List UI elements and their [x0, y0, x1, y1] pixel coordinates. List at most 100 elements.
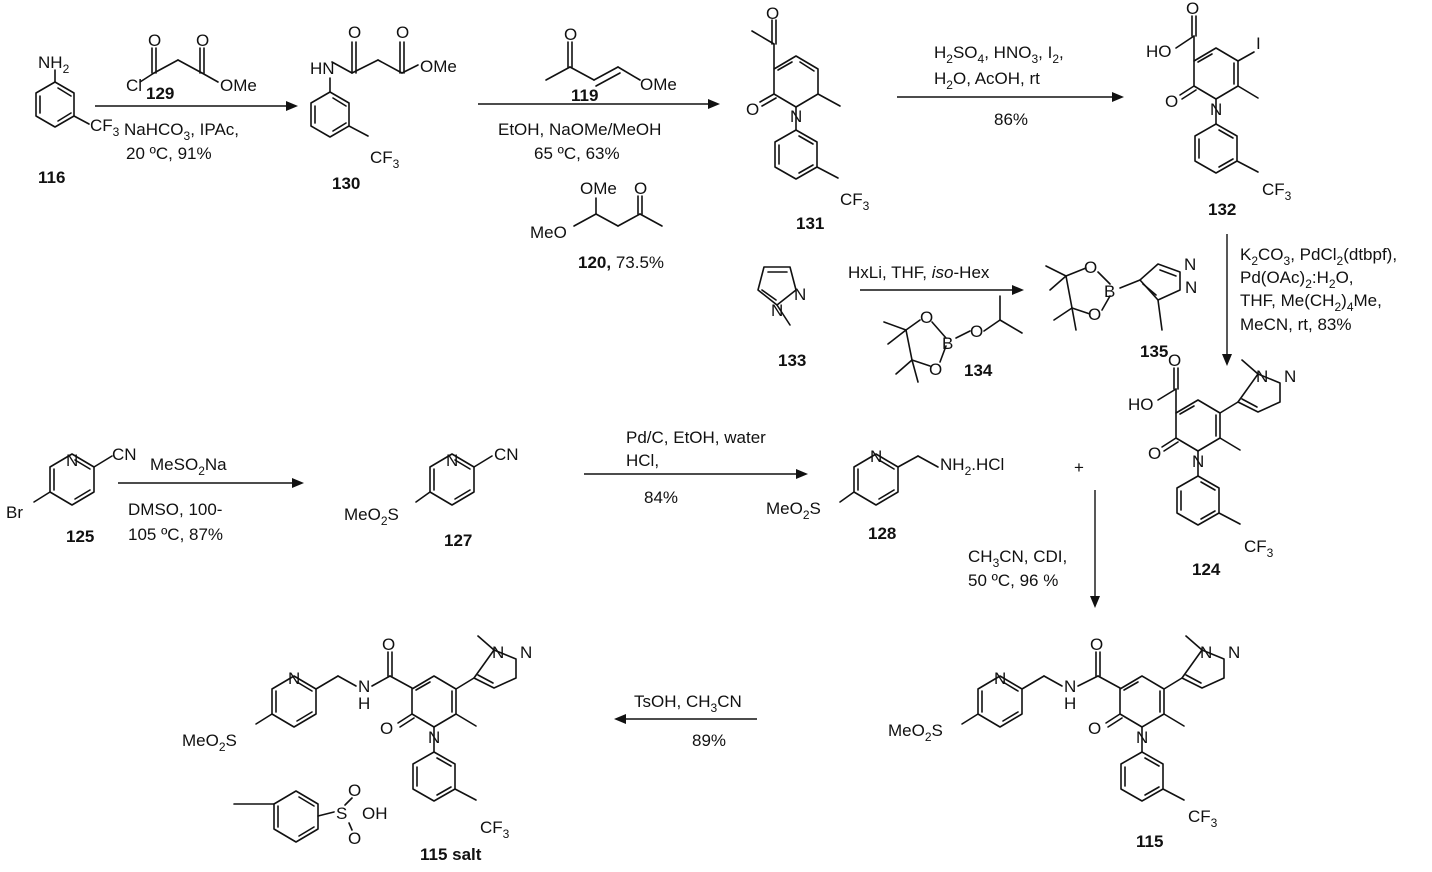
- r8-line2: 50 ºC, 96 %: [968, 571, 1058, 590]
- c129-o2: O: [196, 31, 209, 50]
- compound-124: N N O HO O N CF3 124: [1128, 351, 1296, 579]
- compound-128: N NH2.HCl MeO2S 128: [766, 447, 1004, 543]
- c130-cf3: CF3: [370, 148, 400, 171]
- compound-135: O B O N N 135: [1045, 255, 1197, 361]
- compound-134: O B O O 134: [883, 295, 1023, 383]
- c115salt-so3h-s: S: [336, 804, 347, 823]
- c130-ome: OMe: [420, 57, 457, 76]
- c128-nh2hcl: NH2.HCl: [940, 455, 1004, 478]
- c127-n: N: [446, 451, 458, 470]
- r6-reagent: MeSO2Na: [150, 455, 227, 478]
- c115salt-o1: O: [382, 635, 395, 654]
- c115salt-so3h-o2: O: [348, 829, 361, 848]
- c124-o2: O: [1148, 444, 1161, 463]
- c116-cf3: CF3: [90, 116, 120, 139]
- r1-line1: NaHCO3, IPAc,: [124, 120, 239, 143]
- c134-o2: O: [929, 360, 942, 379]
- arrow-r4: [860, 285, 1024, 295]
- r7-yield: 84%: [644, 488, 678, 507]
- c134-label: 134: [964, 361, 993, 380]
- c135-b: B: [1104, 282, 1115, 301]
- c135-o1: O: [1084, 258, 1097, 277]
- r3-line2: H2O, AcOH, rt: [934, 69, 1040, 92]
- compound-131: O O N CF3 131: [746, 4, 870, 233]
- compound-119: O OMe 119: [545, 25, 677, 105]
- c115-o1: O: [1090, 635, 1103, 654]
- r4-line1: HxLi, THF, iso-Hex: [848, 263, 990, 282]
- compound-129: O O Cl OMe 129: [126, 31, 257, 103]
- c135-o2: O: [1088, 305, 1101, 324]
- c115salt-so3h-o1: O: [348, 781, 361, 800]
- compound-115: N N H O O N N N MeO2S CF3 115: [888, 635, 1240, 851]
- c128-label: 128: [868, 524, 896, 543]
- r5-line4: MeCN, rt, 83%: [1240, 315, 1351, 334]
- c115salt-n3: N: [492, 643, 504, 662]
- c119-o: O: [564, 25, 577, 44]
- c124-o1: O: [1168, 351, 1181, 370]
- c125-label: 125: [66, 527, 94, 546]
- compound-115-salt: N N H O O N N N MeO2S CF3 O S OH O 115 s…: [182, 635, 532, 864]
- c129-o1: O: [148, 31, 161, 50]
- arrow-r9: [614, 714, 757, 724]
- c124-cf3: CF3: [1244, 537, 1274, 560]
- c115-o2: O: [1088, 719, 1101, 738]
- c129-ome: OMe: [220, 76, 257, 95]
- c135-n1: N: [1184, 255, 1196, 274]
- r7-line2: HCl,: [626, 451, 659, 470]
- arrow-r1: [95, 101, 298, 111]
- c127-meo2s: MeO2S: [344, 505, 399, 528]
- c129-cl: Cl: [126, 76, 142, 95]
- c124-label: 124: [1192, 560, 1221, 579]
- c119-ome: OMe: [640, 75, 677, 94]
- c116-label: 116: [38, 168, 65, 187]
- c131-cf3: CF3: [840, 190, 870, 213]
- compound-132: O HO I O N CF3 132: [1146, 0, 1292, 219]
- arrow-r2: [478, 99, 720, 109]
- compound-133: N N 133: [757, 266, 806, 370]
- c130-o2: O: [396, 23, 409, 42]
- c115salt-n2: N: [428, 728, 440, 747]
- c131-o1: O: [766, 4, 779, 23]
- c131-n: N: [790, 107, 802, 126]
- r8-line1: CH3CN, CDI,: [968, 547, 1067, 570]
- c134-o3: O: [970, 322, 983, 341]
- c132-o2: O: [1165, 92, 1178, 111]
- plus-sign: +: [1074, 458, 1084, 477]
- c132-ho: HO: [1146, 42, 1172, 61]
- c132-cf3: CF3: [1262, 180, 1292, 203]
- c131-o2: O: [746, 100, 759, 119]
- compound-120: OMe O MeO 120, 73.5%: [530, 179, 664, 272]
- arrow-r7: [584, 469, 808, 479]
- r6-line2: 105 ºC, 87%: [128, 525, 223, 544]
- c115-meo2s: MeO2S: [888, 721, 943, 744]
- c125-n: N: [66, 451, 78, 470]
- c120-ome: OMe: [580, 179, 617, 198]
- c115salt-o2: O: [380, 719, 393, 738]
- c132-n: N: [1210, 100, 1222, 119]
- c131-label: 131: [796, 214, 824, 233]
- c115-h: H: [1064, 694, 1076, 713]
- r5-line3: THF, Me(CH2)4Me,: [1240, 291, 1382, 314]
- c115-n1: N: [994, 669, 1006, 688]
- c133-label: 133: [778, 351, 806, 370]
- c128-n: N: [870, 447, 882, 466]
- r3-yield: 86%: [994, 110, 1028, 129]
- c130-o1: O: [348, 23, 361, 42]
- r3-line1: H2SO4, HNO3, I2,: [934, 43, 1064, 66]
- c130-hn: HN: [310, 59, 335, 78]
- r7-line1: Pd/C, EtOH, water: [626, 428, 766, 447]
- c135-label: 135: [1140, 342, 1168, 361]
- c120-o: O: [634, 179, 647, 198]
- c135-n2: N: [1185, 278, 1197, 297]
- c115-nh: N: [1064, 677, 1076, 696]
- c133-n2: N: [771, 301, 783, 320]
- c120-meo: MeO: [530, 223, 567, 242]
- c130-label: 130: [332, 174, 360, 193]
- c124-ho: HO: [1128, 395, 1154, 414]
- compound-116: NH2 CF3 116: [35, 53, 120, 187]
- r2-line1: EtOH, NaOMe/MeOH: [498, 120, 661, 139]
- c125-br: Br: [6, 503, 23, 522]
- r2-line2: 65 ºC, 63%: [534, 144, 620, 163]
- c124-n1: N: [1256, 367, 1268, 386]
